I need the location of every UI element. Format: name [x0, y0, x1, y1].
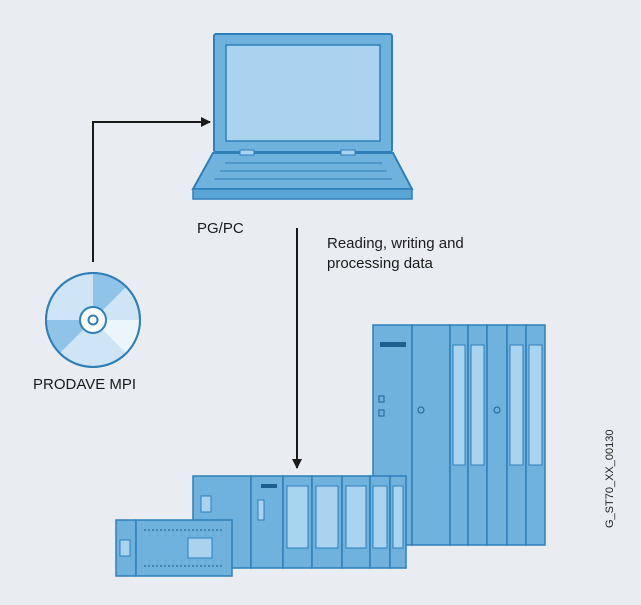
- medium-plc-rack-icon: [192, 475, 407, 569]
- cd-to-pc-arrow: [92, 117, 211, 262]
- laptop-icon: [191, 33, 414, 200]
- arrow-caption: Reading, writing and processing data: [327, 235, 464, 272]
- figure-id-label: G_ST70_XX_00130: [604, 429, 616, 528]
- cd-icon: [45, 272, 141, 368]
- compact-plc-icon: [115, 519, 233, 577]
- pg-pc-label: PG/PC: [197, 220, 244, 237]
- prodave-mpi-label: PRODAVE MPI: [33, 376, 137, 393]
